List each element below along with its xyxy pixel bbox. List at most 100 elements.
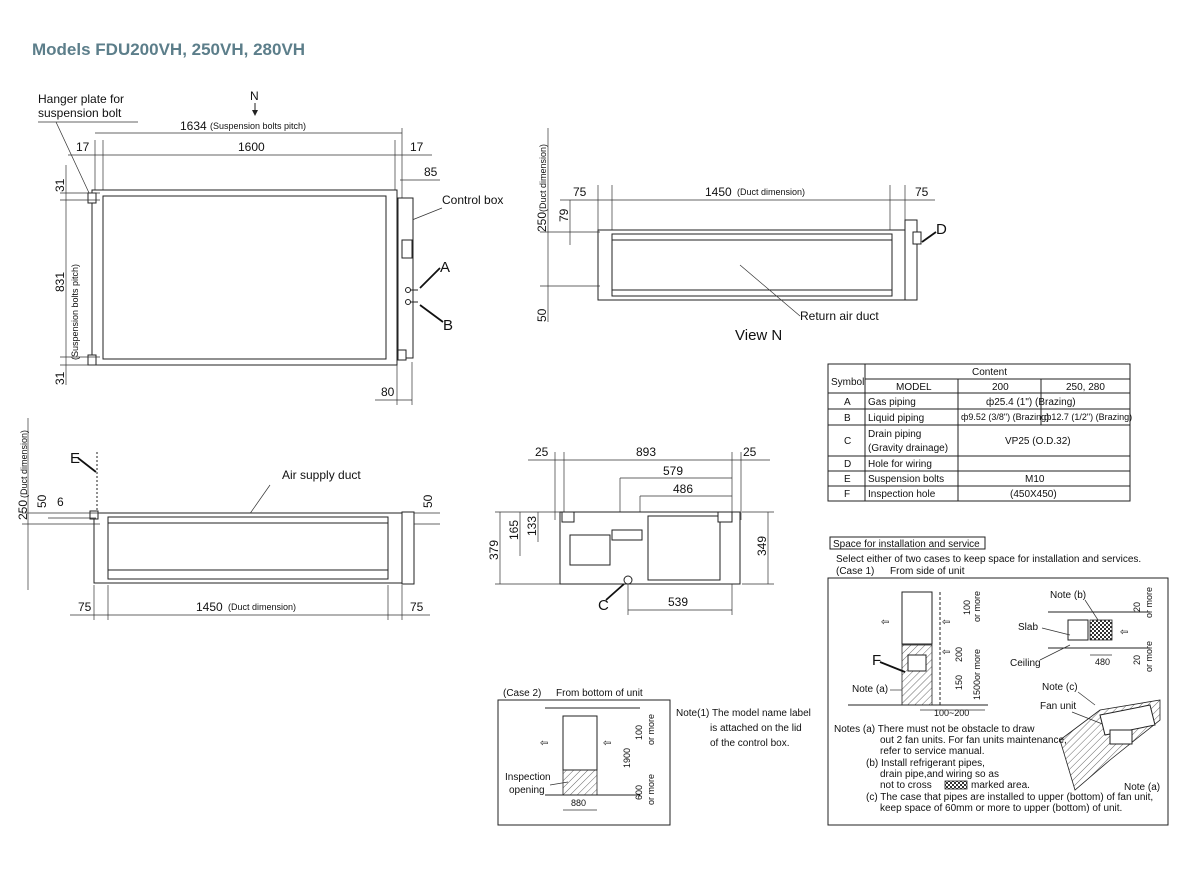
front-dim-250: 250 <box>16 500 30 520</box>
note-line-2: out 2 fan units. For fan units maintenan… <box>880 735 1067 746</box>
svg-text:⇦: ⇦ <box>881 617 889 628</box>
dim-1600: 1600 <box>238 140 265 154</box>
case1-label: (Case 1) <box>836 566 874 577</box>
dim-480: 480 <box>1095 657 1110 667</box>
case2-dim-1900: 1900 <box>622 748 632 768</box>
table-header-model: MODEL <box>896 382 932 393</box>
view-n-dim-250: 250 <box>535 212 549 232</box>
dim-85: 85 <box>424 165 438 179</box>
space-header: Space for installation and service <box>833 539 980 550</box>
space-section: Space for installation and service Selec… <box>827 536 1169 826</box>
row-e-value: M10 <box>1025 474 1045 485</box>
space-dim-100-200: 100~200 <box>934 708 969 718</box>
view-n: 75 1450 (Duct dimension) 75 250 (Duct di… <box>535 128 947 344</box>
row-b-value-250: ф12.7 (1/2") (Brazing) <box>1044 412 1132 422</box>
dim-133: 133 <box>525 516 539 536</box>
note-b-label: Note (b) <box>1050 590 1086 601</box>
dim-539: 539 <box>668 595 688 609</box>
note-a-left: Note (a) <box>852 684 888 695</box>
row-c-name2: (Gravity drainage) <box>868 443 948 454</box>
svg-text:⇦: ⇦ <box>942 617 950 628</box>
row-d-symbol: D <box>844 459 851 470</box>
space-dim-1500: 1500or more <box>972 649 982 700</box>
dim-20-top: 20 <box>1132 602 1142 612</box>
return-air-duct-label: Return air duct <box>800 309 879 323</box>
note-line-5: drain pipe,and wiring so as <box>880 769 999 780</box>
label-e: E <box>70 450 80 467</box>
dim-75-left: 75 <box>573 185 587 199</box>
row-f-value: (450X450) <box>1010 489 1057 500</box>
row-b-value-200: ф9.52 (3/8") (Brazing) <box>961 412 1049 422</box>
label-d: D <box>936 221 947 238</box>
control-box-label: Control box <box>442 193 503 207</box>
space-notes: Notes (a) There must not be obstacle to … <box>834 724 1153 814</box>
table-row: B Liquid piping ф9.52 (3/8") (Brazing) ф… <box>844 412 1132 424</box>
front-dim-75-left: 75 <box>78 600 92 614</box>
table-row: A Gas piping ф25.4 (1") (Brazing) <box>844 396 1076 408</box>
side-view: 25 893 25 579 486 379 165 133 349 539 <box>487 445 774 615</box>
label-a: A <box>440 259 450 276</box>
dim-31-bottom: 31 <box>53 371 67 385</box>
note-1: Note(1) The model name label is attached… <box>676 708 811 749</box>
row-b-name: Liquid piping <box>868 413 924 424</box>
dim-379: 379 <box>487 540 501 560</box>
page-title: Models FDU200VH, 250VH, 280VH <box>32 40 305 59</box>
row-c-name: Drain piping <box>868 429 921 440</box>
air-supply-duct-label: Air supply duct <box>282 468 361 482</box>
note-a-right: Note (a) <box>1124 782 1160 793</box>
front-dim-50-right: 50 <box>421 494 435 508</box>
row-a-name: Gas piping <box>868 397 916 408</box>
view-n-label: View N <box>735 327 782 344</box>
dim-831-note: (Suspension bolts pitch) <box>70 264 80 360</box>
note1-line-3: of the control box. <box>710 738 790 749</box>
dim-17-left: 17 <box>76 140 90 154</box>
dim-349: 349 <box>755 536 769 556</box>
front-dim-75-right: 75 <box>410 600 424 614</box>
note-line-6: not to cross <box>880 780 932 791</box>
row-c-value: VP25 (O.D.32) <box>1005 436 1071 447</box>
case2-dim-880: 880 <box>571 798 586 808</box>
space-dim-100: 100 <box>962 600 972 615</box>
case2-dim-600: 600 <box>634 785 644 800</box>
case1-from: From side of unit <box>890 566 965 577</box>
svg-text:⇦: ⇦ <box>942 647 950 658</box>
dim-17-right: 17 <box>410 140 424 154</box>
space-dim-150: 150 <box>954 675 964 690</box>
label-b: B <box>443 317 453 334</box>
front-dim-250-note: (Duct dimension) <box>19 430 29 498</box>
dim-831: 831 <box>53 272 67 292</box>
note1-line-1: Note(1) The model name label <box>676 708 811 719</box>
note-line-7: marked area. <box>971 780 1030 791</box>
dim-75-right: 75 <box>915 185 929 199</box>
ceiling-label: Ceiling <box>1010 658 1041 669</box>
note-line-1: Notes (a) There must not be obstacle to … <box>834 724 1035 735</box>
note-line-8: (c) The case that pipes are installed to… <box>866 792 1153 803</box>
row-e-name: Suspension bolts <box>868 474 944 485</box>
svg-text:⇦: ⇦ <box>1120 627 1128 638</box>
dim-20-bottom: 20 <box>1132 655 1142 665</box>
dim-1634-note: (Suspension bolts pitch) <box>210 121 306 131</box>
table-row: E Suspension bolts M10 <box>844 474 1045 485</box>
row-b-symbol: B <box>844 413 851 424</box>
slab-label: Slab <box>1018 622 1038 633</box>
row-f-name: Inspection hole <box>868 489 936 500</box>
hanger-plate-label-line2: suspension bolt <box>38 106 122 120</box>
top-view: Hanger plate for suspension bolt N 1634 … <box>38 89 503 405</box>
dim-31-top: 31 <box>53 178 67 192</box>
view-n-dim-50: 50 <box>535 308 549 322</box>
note-line-3: refer to service manual. <box>880 746 985 757</box>
case2-from: From bottom of unit <box>556 688 643 699</box>
note1-line-2: is attached on the lid <box>710 723 802 734</box>
dim-25-left: 25 <box>535 445 549 459</box>
dim-1634: 1634 <box>180 119 207 133</box>
case2-dim-100: 100 <box>634 725 644 740</box>
front-view: E Air supply duct 250 (Duct dimension) 5… <box>16 418 440 620</box>
case-2: (Case 2) From bottom of unit ⇦ ⇦ 100 or … <box>497 688 671 826</box>
space-dim-200: 200 <box>954 647 964 662</box>
case2-label: (Case 2) <box>503 688 541 699</box>
case2-dim-600-or-more: or more <box>646 774 656 805</box>
table-header-250-280: 250, 280 <box>1066 382 1105 393</box>
dim-6: 6 <box>57 495 64 509</box>
front-dim-1450-note: (Duct dimension) <box>228 602 296 612</box>
label-f: F <box>872 652 881 669</box>
